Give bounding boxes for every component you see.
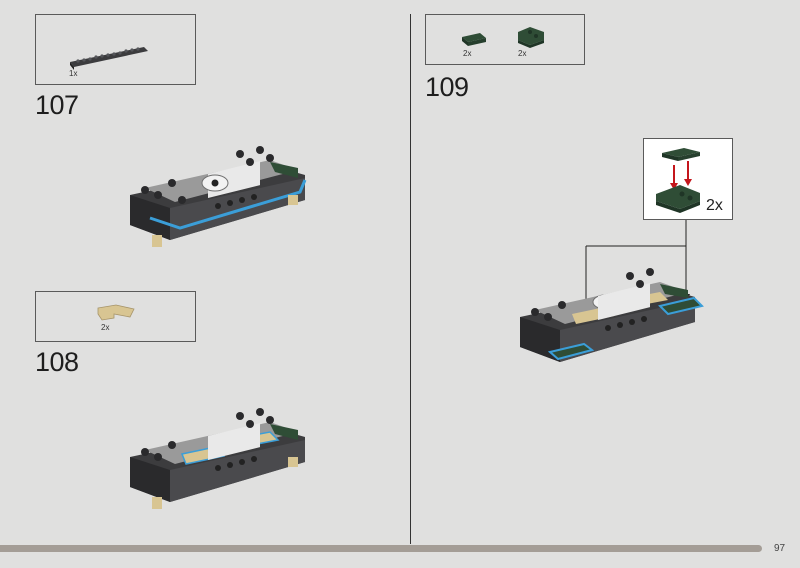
callout-qty: 2x	[706, 197, 723, 214]
green-tile-1x2-icon	[462, 33, 486, 46]
green-tile-on-wedge-icon	[656, 148, 700, 213]
part-qty: 2x	[101, 323, 110, 332]
page-number: 97	[774, 543, 786, 554]
step-number: 109	[425, 72, 469, 102]
column-divider	[410, 14, 411, 544]
step-number: 108	[35, 347, 79, 377]
footer-bar	[0, 545, 762, 552]
parts-box-step-107: 1x	[35, 14, 196, 85]
parts-box-step-109: 2x 2x	[425, 14, 585, 65]
chassis-assembly-step-107	[130, 146, 307, 247]
tan-corner-plate-icon	[97, 304, 135, 321]
part-qty: 2x	[518, 49, 527, 58]
callout-subassembly: 2x	[643, 138, 733, 220]
chassis-assembly-step-109	[520, 268, 704, 362]
step-number: 107	[35, 90, 79, 120]
chassis-assembly-step-108	[130, 408, 305, 509]
part-qty: 1x	[69, 69, 78, 78]
dark-gray-plate-1x12-icon	[70, 47, 148, 70]
parts-box-step-108: 2x	[35, 291, 196, 342]
part-qty: 2x	[463, 49, 472, 58]
green-wedge-plate-icon	[518, 27, 544, 48]
